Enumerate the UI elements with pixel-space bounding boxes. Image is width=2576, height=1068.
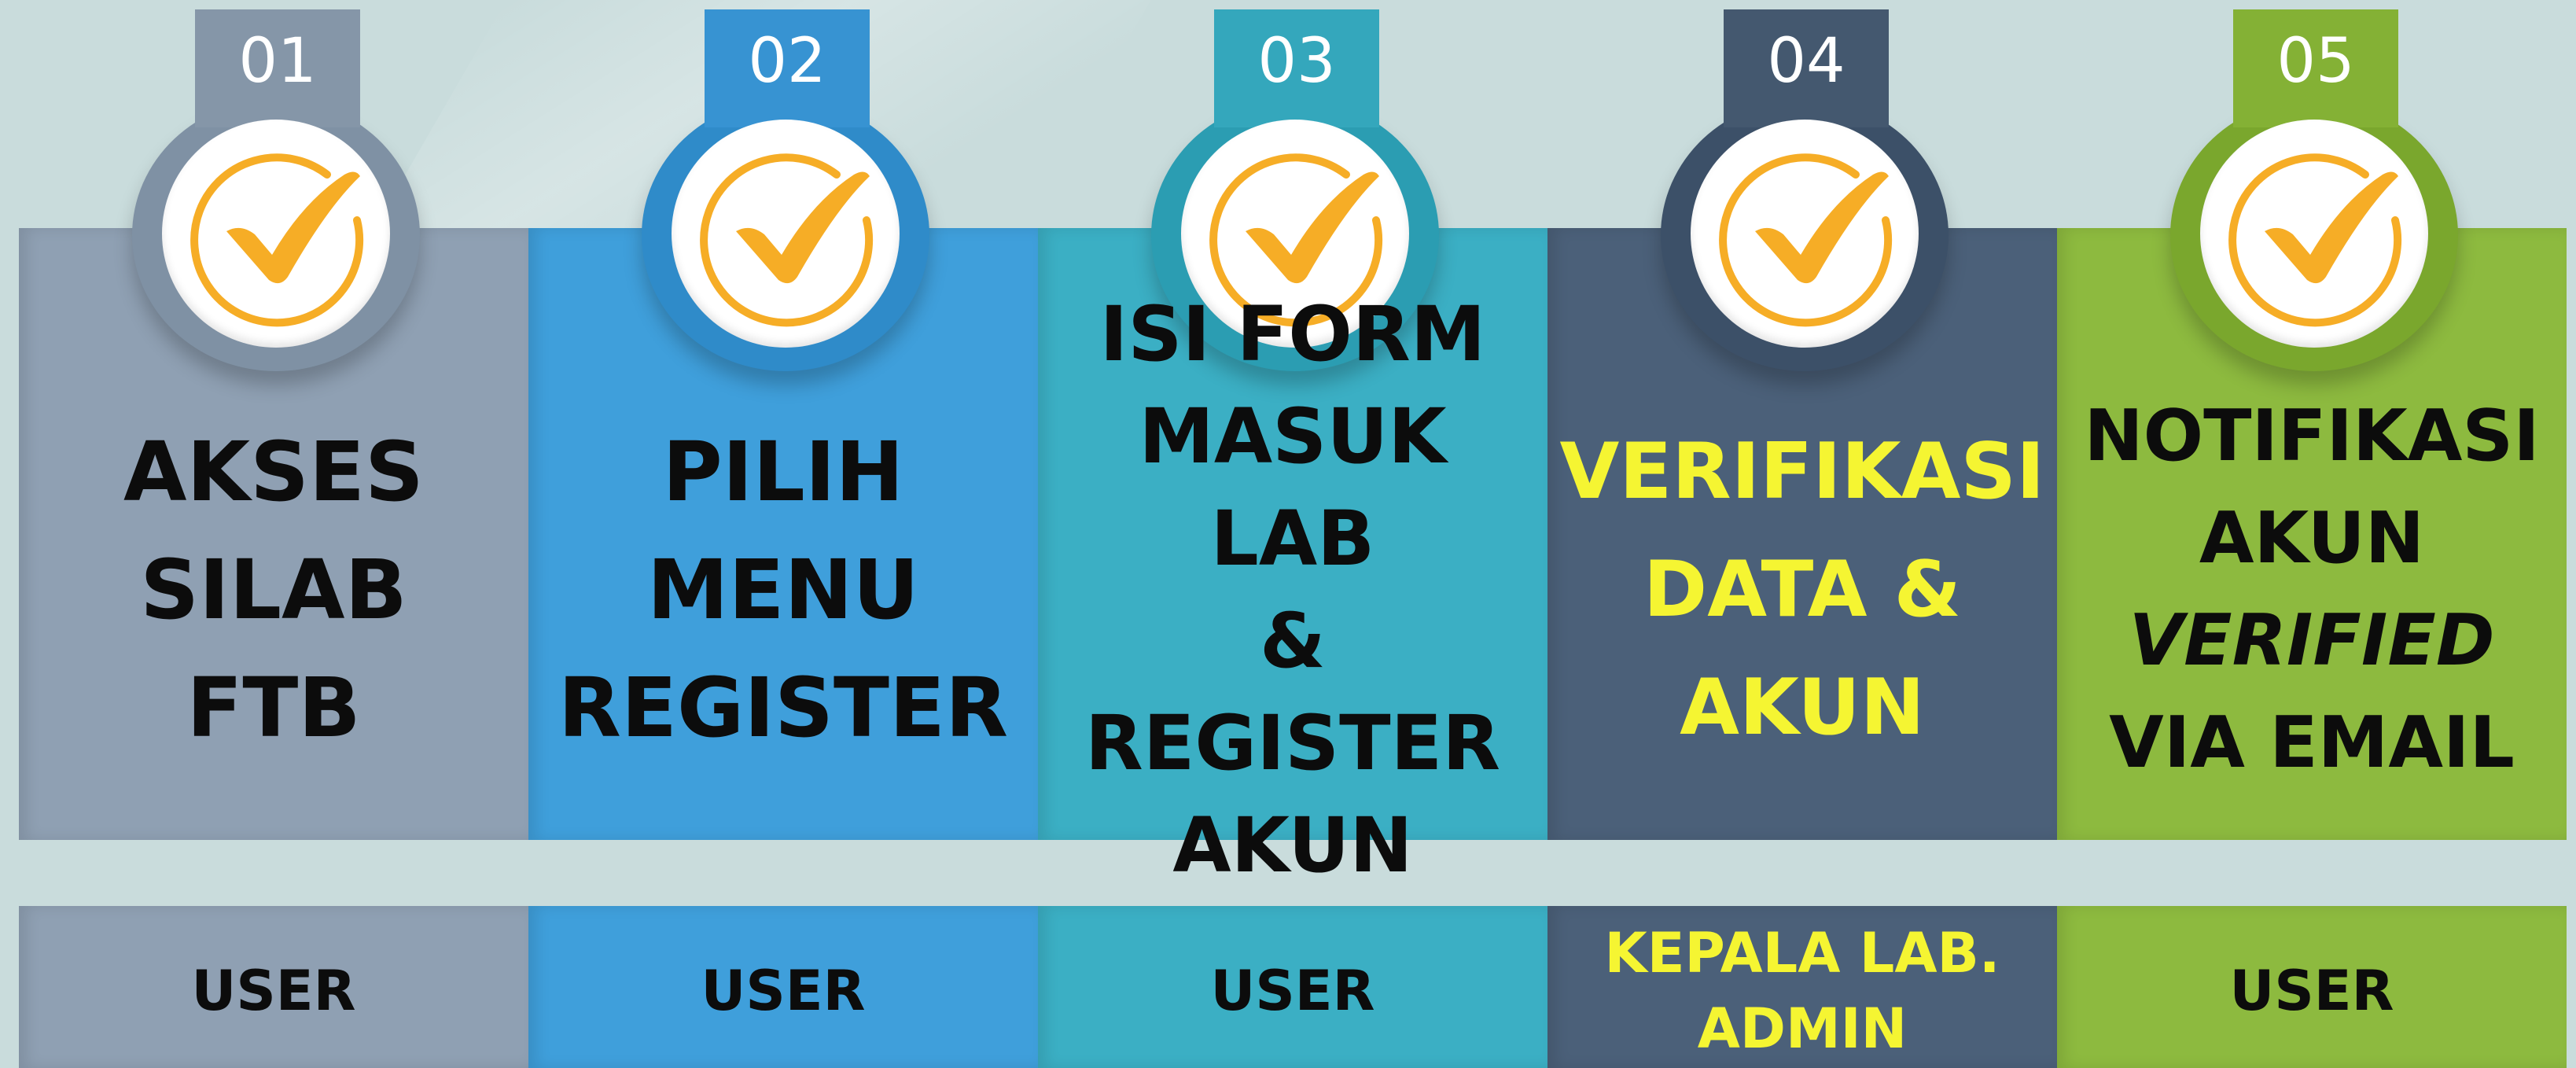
- role-line: USER: [2229, 959, 2394, 1023]
- check-ring-arc: [700, 153, 874, 327]
- check-mark: [226, 171, 360, 284]
- check-icon: [2228, 153, 2402, 327]
- step-number-tab: 05: [2233, 9, 2398, 127]
- step-title: VERIFIKASI DATA & AKUN: [1547, 370, 2057, 810]
- step-title-line: MASUK LAB: [1139, 392, 1447, 583]
- step-role: USER: [19, 906, 528, 1068]
- step-number: 01: [238, 26, 317, 97]
- step-title: PILIH MENU REGISTER: [528, 370, 1038, 810]
- step-title-line: PILIH: [662, 424, 904, 520]
- step-role: USER: [2057, 906, 2567, 1068]
- step-title-line: REGISTER: [558, 660, 1009, 756]
- step-title-line: AKUN: [1172, 801, 1413, 889]
- step-title-line: MENU: [646, 542, 920, 638]
- step-title-line: VERIFIKASI: [1559, 427, 2045, 517]
- check-icon: [1719, 153, 1893, 327]
- step-title-line: AKSES: [123, 424, 424, 520]
- step-2: 02 PILIH MENU REGISTER USER: [528, 0, 1038, 1068]
- role-panel: [528, 906, 1038, 1068]
- step-number-tab: 04: [1724, 9, 1889, 127]
- role-line: ADMIN: [1697, 996, 1908, 1061]
- role-panel: [2057, 906, 2567, 1068]
- step-title: NOTIFIKASI AKUN VERIFIED VIA EMAIL: [2057, 370, 2567, 810]
- step-5: 05 NOTIFIKASI AKUN VERIFIED VIA EMAIL US…: [2057, 0, 2567, 1068]
- step-role: USER: [1038, 906, 1547, 1068]
- step-title-line: AKUN: [2199, 497, 2425, 580]
- check-ring-arc: [1719, 153, 1893, 327]
- step-title-line: DATA &: [1643, 545, 1962, 635]
- role-panel: [19, 906, 528, 1068]
- process-steps: 01 AKSES SILAB FTB USER 02 PILIH MENU: [19, 0, 2567, 1068]
- step-1: 01 AKSES SILAB FTB USER: [19, 0, 528, 1068]
- check-ring-arc: [1209, 153, 1383, 327]
- step-title-line: AKUN: [1680, 663, 1925, 753]
- step-title-line: & REGISTER: [1084, 597, 1501, 787]
- check-mark: [1246, 171, 1379, 284]
- step-title: AKSES SILAB FTB: [19, 370, 528, 810]
- step-role: KEPALA LAB. ADMIN: [1547, 906, 2057, 1068]
- step-number-tab: 03: [1214, 9, 1379, 127]
- role-panel: [1547, 906, 2057, 1068]
- check-icon: [700, 153, 874, 327]
- role-line: USER: [701, 959, 866, 1023]
- step-title-line: FTB: [186, 660, 361, 756]
- role-line: KEPALA LAB.: [1604, 921, 2000, 985]
- step-number: 03: [1257, 26, 1336, 97]
- step-number: 04: [1767, 26, 1846, 97]
- step-number-tab: 02: [705, 9, 870, 127]
- check-mark: [736, 171, 870, 284]
- role-line: USER: [191, 959, 356, 1023]
- step-title-line: ISI FORM: [1099, 290, 1486, 378]
- check-ring-arc: [2228, 153, 2402, 327]
- step-4: 04 VERIFIKASI DATA & AKUN KEPALA LAB. AD…: [1547, 0, 2057, 1068]
- step-title-line-italic: VERIFIED: [2129, 599, 2495, 682]
- step-title-line: SILAB: [140, 542, 407, 638]
- step-number: 05: [2276, 26, 2355, 97]
- check-ring-arc: [190, 153, 364, 327]
- step-3: 03 ISI FORM MASUK LAB & REGISTER AKUN US…: [1038, 0, 1547, 1068]
- step-title-line: NOTIFIKASI: [2084, 395, 2540, 477]
- check-mark: [1755, 171, 1889, 284]
- role-line: USER: [1210, 959, 1375, 1023]
- step-title: ISI FORM MASUK LAB & REGISTER AKUN: [1038, 290, 1547, 889]
- check-icon: [190, 153, 364, 327]
- role-panel: [1038, 906, 1547, 1068]
- step-role: USER: [528, 906, 1038, 1068]
- step-number-tab: 01: [195, 9, 360, 127]
- step-title-line: VIA EMAIL: [2109, 702, 2515, 784]
- check-mark: [2265, 171, 2398, 284]
- step-number: 02: [748, 26, 826, 97]
- check-icon: [1209, 153, 1383, 327]
